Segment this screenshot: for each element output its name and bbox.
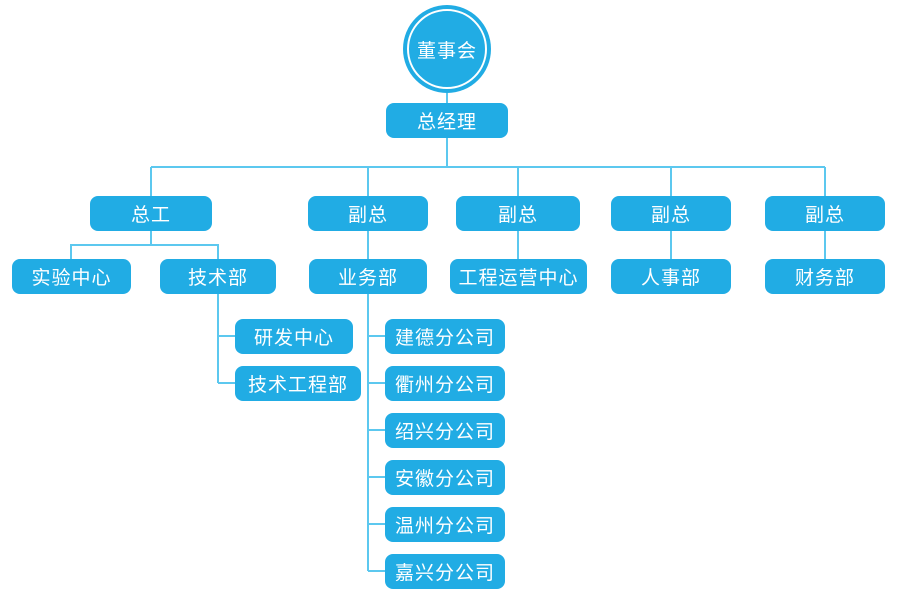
node-engineering-operations-center: 工程运营中心: [450, 259, 587, 294]
board-label: 董事会: [416, 40, 477, 62]
node-subsidiary-jiaxing: 嘉兴分公司: [385, 554, 505, 589]
node-business-dept: 业务部: [309, 259, 427, 294]
node-finance-dept: 财务部: [765, 259, 885, 294]
node-chief-engineer: 总工: [90, 196, 212, 231]
node-hr-dept: 人事部: [611, 259, 731, 294]
node-general-manager: 总经理: [386, 103, 508, 138]
board-inner-ring: [407, 9, 487, 89]
node-tech-dept: 技术部: [160, 259, 276, 294]
node-subsidiary-wenzhou: 温州分公司: [385, 507, 505, 542]
node-board: 董事会: [403, 5, 491, 93]
node-tech-engineering-dept: 技术工程部: [235, 366, 361, 401]
node-rd-center: 研发中心: [235, 319, 353, 354]
node-subsidiary-shaoxing: 绍兴分公司: [385, 413, 505, 448]
node-vice-president-3: 副总: [611, 196, 731, 231]
node-subsidiary-quzhou: 衢州分公司: [385, 366, 505, 401]
node-vice-president-1: 副总: [308, 196, 428, 231]
node-lab-center: 实验中心: [12, 259, 131, 294]
node-vice-president-4: 副总: [765, 196, 885, 231]
node-vice-president-2: 副总: [456, 196, 580, 231]
node-subsidiary-jiande: 建德分公司: [385, 319, 505, 354]
node-subsidiary-anhui: 安徽分公司: [385, 460, 505, 495]
